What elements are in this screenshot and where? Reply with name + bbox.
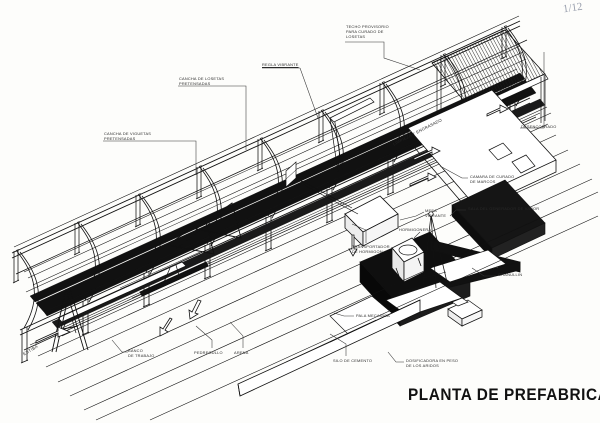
label-cancha-losetas: CANCHA DE LOSETAS PRETENSADAS	[179, 76, 225, 87]
label-regla-vibrante: REGLA VIBRANTE	[262, 62, 299, 67]
label-dosificadora: DOSIFICADORA EN PESO DE LOS ARIDOS	[406, 358, 459, 369]
label-banco-trabajo: BANCO DE TRABAJO	[128, 348, 155, 359]
label-pedregullo: PEDREGULLO	[194, 350, 223, 355]
label-silo-cemento: SILO DE CEMENTO	[333, 358, 373, 363]
label-mesa-vibrante: MESA VIBRANTE	[425, 208, 447, 219]
label-arena: ARENA	[234, 350, 249, 355]
label-sala-generador: SALA DEL GENERADOR DE VAPOR	[468, 206, 540, 211]
label-hormigonera: HORMIGONERA	[399, 227, 432, 232]
leader-lines	[103, 41, 545, 363]
label-camara-curado: CAMARA DE CURADO DE MARCOS	[470, 174, 515, 185]
label-transportador-hormigon: TRANSPORTADOR DE HORMIGON	[352, 244, 390, 255]
label-pala-mecanica: PALA MECANICA	[356, 313, 390, 318]
shed-structure	[11, 15, 599, 421]
label-desencofrado: DESENCOFRADO	[521, 124, 557, 129]
drawing-title: PLANTA DE PREFABRICACION	[408, 386, 600, 404]
label-cancha-viguetas: CANCHA DE VIGUETAS PRETENSADAS	[104, 131, 152, 142]
label-techo-provisorio: TECHO PROVISORIO PARA CURADO DE LOSETAS	[346, 24, 389, 40]
label-granullin: GRANULLIN	[498, 272, 523, 277]
estiba-arrow	[35, 326, 72, 344]
